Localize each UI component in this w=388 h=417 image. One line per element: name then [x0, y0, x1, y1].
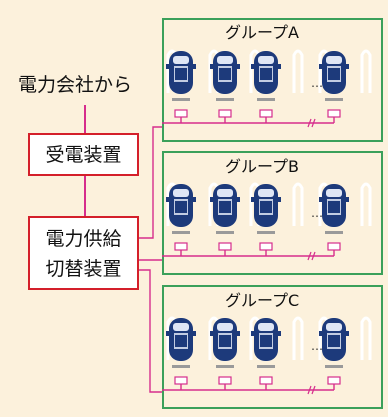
group-a-car-3-icon [251, 51, 281, 101]
switching-equipment-box: 電力供給 切替装置 [28, 216, 139, 290]
group-c-charger-1-icon [174, 376, 188, 385]
group-b-car-3-icon [251, 184, 281, 234]
group-b-charger-2-icon [218, 242, 232, 251]
group-b-label: グループB [225, 157, 300, 176]
group-a-parking-line [292, 49, 304, 93]
group-b-omission-mark [307, 251, 316, 261]
group-c-parking-line [360, 316, 372, 360]
group-a-omission-mark [307, 118, 316, 128]
group-a-charger-1-icon [174, 109, 188, 118]
group-c-label: グループC [225, 291, 300, 310]
group-c-charger-4-icon [327, 376, 341, 385]
group-a-charger-3-icon [259, 109, 273, 118]
switching-equipment-label-line1: 電力供給 [45, 228, 122, 250]
group-b-more-ellipsis: … [311, 206, 323, 220]
group-c-omission-mark [307, 385, 316, 395]
group-a-charger-4-icon [327, 109, 341, 118]
group-c-parking-area [162, 285, 383, 409]
group-c-more-ellipsis: … [311, 339, 323, 353]
group-a-more-ellipsis: … [311, 76, 323, 90]
group-c-car-3-icon [251, 318, 281, 368]
group-a-parking-line [360, 49, 372, 93]
group-c-charger-2-icon [218, 376, 232, 385]
switching-equipment-label-line2: 切替装置 [45, 258, 122, 280]
group-b-charger-1-icon [174, 242, 188, 251]
group-a-car-4-icon [319, 51, 349, 101]
group-c-car-1-icon [166, 318, 196, 368]
group-b-parking-line [292, 182, 304, 226]
group-c-charger-3-icon [259, 376, 273, 385]
switch-to-group-a-wire [139, 126, 162, 239]
group-b-car-1-icon [166, 184, 196, 234]
group-b-parking-area [162, 151, 383, 275]
group-a-car-1-icon [166, 51, 196, 101]
receiving-equipment-label: 受電装置 [45, 144, 122, 166]
group-a-label: グループA [225, 23, 299, 42]
group-b-car-4-icon [319, 184, 349, 234]
group-a-parking-area [162, 18, 383, 142]
group-c-car-2-icon [210, 318, 240, 368]
group-c-parking-line [292, 316, 304, 360]
group-b-charger-3-icon [259, 242, 273, 251]
receiving-equipment-box: 受電装置 [28, 133, 139, 176]
source-label: 電力会社から [18, 74, 133, 96]
group-a-car-2-icon [210, 51, 240, 101]
group-c-car-4-icon [319, 318, 349, 368]
group-b-car-2-icon [210, 184, 240, 234]
switch-to-group-c-wire [139, 269, 162, 393]
group-b-parking-line [360, 182, 372, 226]
group-a-charger-2-icon [218, 109, 232, 118]
group-b-charger-4-icon [327, 242, 341, 251]
